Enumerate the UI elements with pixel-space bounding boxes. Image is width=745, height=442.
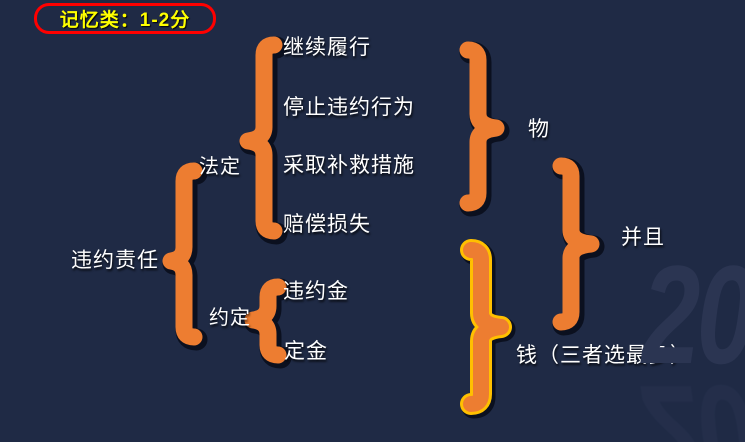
memory-tag-badge: 记忆类：1-2分 [34,3,216,34]
node-result-and: 并且 [621,226,665,249]
node-statutory: 法定 [199,156,241,178]
node-result-thing: 物 [528,118,550,141]
node-breach-liability: 违约责任 [71,249,159,272]
node-stop-breach: 停止违约行为 [283,96,415,119]
watermark-reflection: 20 [642,356,745,442]
watermark-text: 20 [642,236,745,393]
node-liquidated-damages: 违约金 [283,280,349,303]
node-compensate-losses: 赔偿损失 [283,213,371,236]
node-deposit: 定金 [284,340,328,363]
memory-tag-label: 记忆类：1-2分 [59,10,191,31]
node-continue-performance: 继续履行 [283,36,371,59]
node-result-money: 钱（三者选最多） [516,344,692,367]
node-remedial-measures: 采取补救措施 [283,154,415,177]
node-agreed: 约定 [209,307,251,329]
